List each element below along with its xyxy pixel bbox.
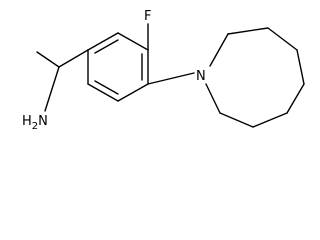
azocane-bond-1 (209, 33, 229, 67)
bond-methyl (36, 51, 60, 68)
bond-ethyl-amine (44, 66, 60, 112)
bond-c5-c6 (87, 83, 119, 102)
azocane-bond-3 (267, 27, 298, 51)
azocane-bond-4 (296, 49, 305, 85)
azocane-ring (205, 27, 305, 128)
bond-c4-c5 (117, 83, 149, 102)
azocane-bond-7 (219, 112, 254, 128)
double-bond-c1-c2 (94, 39, 119, 54)
amine-group-label: H2N (22, 114, 48, 132)
azocane-bond-2 (227, 27, 269, 35)
bond-c2-c3 (117, 32, 149, 51)
double-bond-c5-c6 (94, 80, 119, 95)
molecule-structure: F N H2N (22, 9, 305, 132)
azocane-bond-8 (205, 83, 221, 114)
bond-ring-nitrogen (147, 72, 195, 85)
nitrogen-atom-label: N (196, 69, 206, 84)
azocane-bond-6 (252, 112, 288, 128)
fluorine-atom-label: F (144, 9, 151, 24)
bond-ring-ethyl-carbon (58, 49, 89, 68)
azocane-bond-5 (286, 83, 305, 114)
benzene-ring (87, 32, 149, 102)
bond-c1-c2 (87, 32, 119, 51)
